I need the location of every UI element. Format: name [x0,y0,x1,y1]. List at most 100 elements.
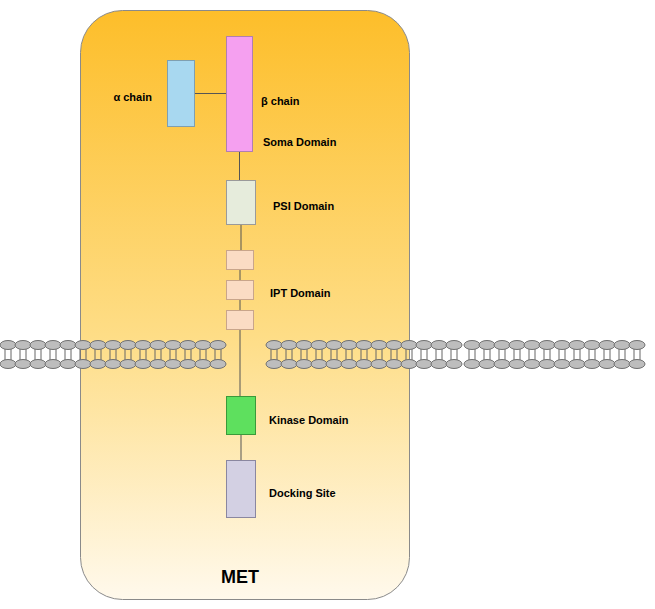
lipid-head [281,360,297,369]
lipid-tail [574,349,575,360]
lipid-tail [155,349,156,360]
lipid-tail [490,349,491,360]
lipid-tail [277,349,278,360]
lipid-tail [427,349,428,360]
lipid-tail [529,349,530,360]
lipid-tail [361,349,362,360]
lipid-head [524,341,540,350]
lipid-head [105,341,121,350]
lipid-head [539,341,555,350]
domain-label: Kinase Domain [269,413,348,427]
lipid-tail [421,349,422,360]
lipid-head [30,341,46,350]
domain-label: Soma Domain [263,135,336,149]
lipid-head [341,360,357,369]
lipid-tail [436,349,437,360]
lipid-head [464,341,480,350]
chain-link-line [240,330,241,396]
lipid-head [165,360,181,369]
lipid-tail [322,349,323,360]
lipid-head [90,341,106,350]
lipid-head [90,360,106,369]
lipid-head [195,341,211,350]
label-slot: Kinase Domain [269,410,348,428]
domain-label: IPT Domain [270,286,331,300]
lipid-head [60,341,76,350]
domain-label: β chain [261,94,300,108]
lipid-head [554,341,570,350]
lipid-head [296,341,312,350]
lipid-head [135,341,151,350]
lipid-head [569,360,585,369]
chain-link-line [195,93,226,94]
lipid-head [464,360,480,369]
domain-label: Docking Site [269,486,336,500]
lipid-head [386,360,402,369]
lipid-tail [56,349,57,360]
label-slot: Soma Domain [263,132,336,150]
lipid-head [75,341,91,350]
lipid-head [341,341,357,350]
beta-chain-box: β chainSoma Domain [226,36,253,152]
lipid-head [479,341,495,350]
lipid-head [311,360,327,369]
lipid-head [371,360,387,369]
lipid-head [266,360,282,369]
lipid-head [416,341,432,350]
lipid-tail [206,349,207,360]
lipid-tail [80,349,81,360]
lipid-head [554,360,570,369]
lipid-head [75,360,91,369]
lipid-tail [286,349,287,360]
docking-site-box: Docking Site [226,460,256,518]
psi-domain-box: PSI Domain [226,180,256,225]
lipid-head [371,341,387,350]
lipid-tail [412,349,413,360]
lipid-tail [457,349,458,360]
lipid-tail [499,349,500,360]
lipid-tail [146,349,147,360]
lipid-tail [101,349,102,360]
lipid-tail [170,349,171,360]
lipid-head [210,360,226,369]
lipid-tail [215,349,216,360]
lipid-head [210,341,226,350]
lipid-tail [442,349,443,360]
lipid-tail [559,349,560,360]
lipid-tail [185,349,186,360]
lipid-head [401,341,417,350]
lipid-head [15,341,31,350]
lipid-tail [580,349,581,360]
lipid-tail [544,349,545,360]
lipid-head [266,341,282,350]
lipid-head [0,360,16,369]
lipid-tail [50,349,51,360]
lipid-tail [140,349,141,360]
lipid-tail [292,349,293,360]
lipid-tail [346,349,347,360]
lipid-tail [35,349,36,360]
lipid-head [446,341,462,350]
chain-link-line [239,152,240,180]
lipid-head [494,360,510,369]
lipid-head [195,360,211,369]
lipid-tail [161,349,162,360]
lipid-tail [20,349,21,360]
ipt-repeat-box [227,251,254,270]
lipid-tail [307,349,308,360]
lipid-tail [565,349,566,360]
lipid-tail [191,349,192,360]
lipid-head [524,360,540,369]
lipid-tail [406,349,407,360]
lipid-head [60,360,76,369]
lipid-tail [634,349,635,360]
lipid-head [120,341,136,350]
lipid-head [539,360,555,369]
lipid-head [0,341,16,350]
lipid-tail [86,349,87,360]
lipid-tail [451,349,452,360]
label-slot: Docking Site [269,483,336,501]
lipid-tail [301,349,302,360]
